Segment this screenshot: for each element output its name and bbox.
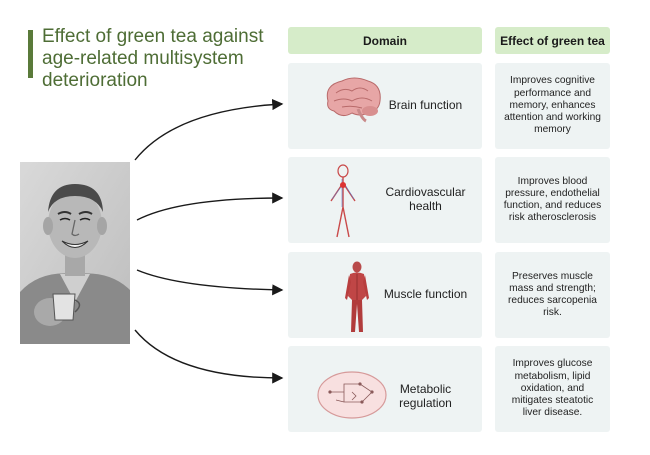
effect-row-cardiovascular: Improves blood pressure, endothelial fun… [495, 157, 610, 243]
arrow-to-muscle [136, 269, 284, 296]
effect-row-metabolic: Improves glucose metabolism, lipid oxida… [495, 346, 610, 432]
effect-row-muscle: Preserves muscle mass and strength; redu… [495, 252, 610, 338]
elderly-man-drinking-tea-image [20, 162, 130, 344]
muscular-system-icon [345, 261, 369, 332]
title-accent-bar [28, 30, 33, 78]
cardiovascular-system-icon [330, 164, 356, 238]
effect-text-metabolic: Improves glucose metabolism, lipid oxida… [511, 358, 594, 419]
domain-row-brain: Brain function [288, 63, 482, 149]
arrow-to-cardiovascular [136, 192, 284, 221]
domain-label-metabolic: Metabolic regulation [399, 382, 452, 410]
arrow-to-brain [134, 98, 284, 161]
domain-row-metabolic: Metabolic regulation [288, 346, 482, 432]
effect-text-cardiovascular: Improves blood pressure, endothelial fun… [503, 175, 602, 224]
effect-text-brain: Improves cognitive performance and memor… [504, 75, 601, 136]
domain-label-muscle: Muscle function [383, 287, 468, 301]
domain-column-header: Domain [288, 27, 482, 54]
domain-row-muscle: Muscle function [288, 252, 482, 338]
diagram-title: Effect of green tea against age-related … [42, 26, 264, 91]
effect-text-muscle: Preserves muscle mass and strength; redu… [508, 270, 597, 319]
brain-icon [326, 77, 381, 123]
metabolic-pathway-icon [317, 371, 387, 419]
domain-label-brain: Brain function [388, 98, 463, 112]
effect-row-brain: Improves cognitive performance and memor… [495, 63, 610, 149]
arrow-to-metabolic [134, 329, 284, 384]
effect-column-header: Effect of green tea [495, 27, 610, 54]
domain-label-cardiovascular: Cardiovascular health [385, 185, 466, 213]
domain-row-cardiovascular: Cardiovascular health [288, 157, 482, 243]
